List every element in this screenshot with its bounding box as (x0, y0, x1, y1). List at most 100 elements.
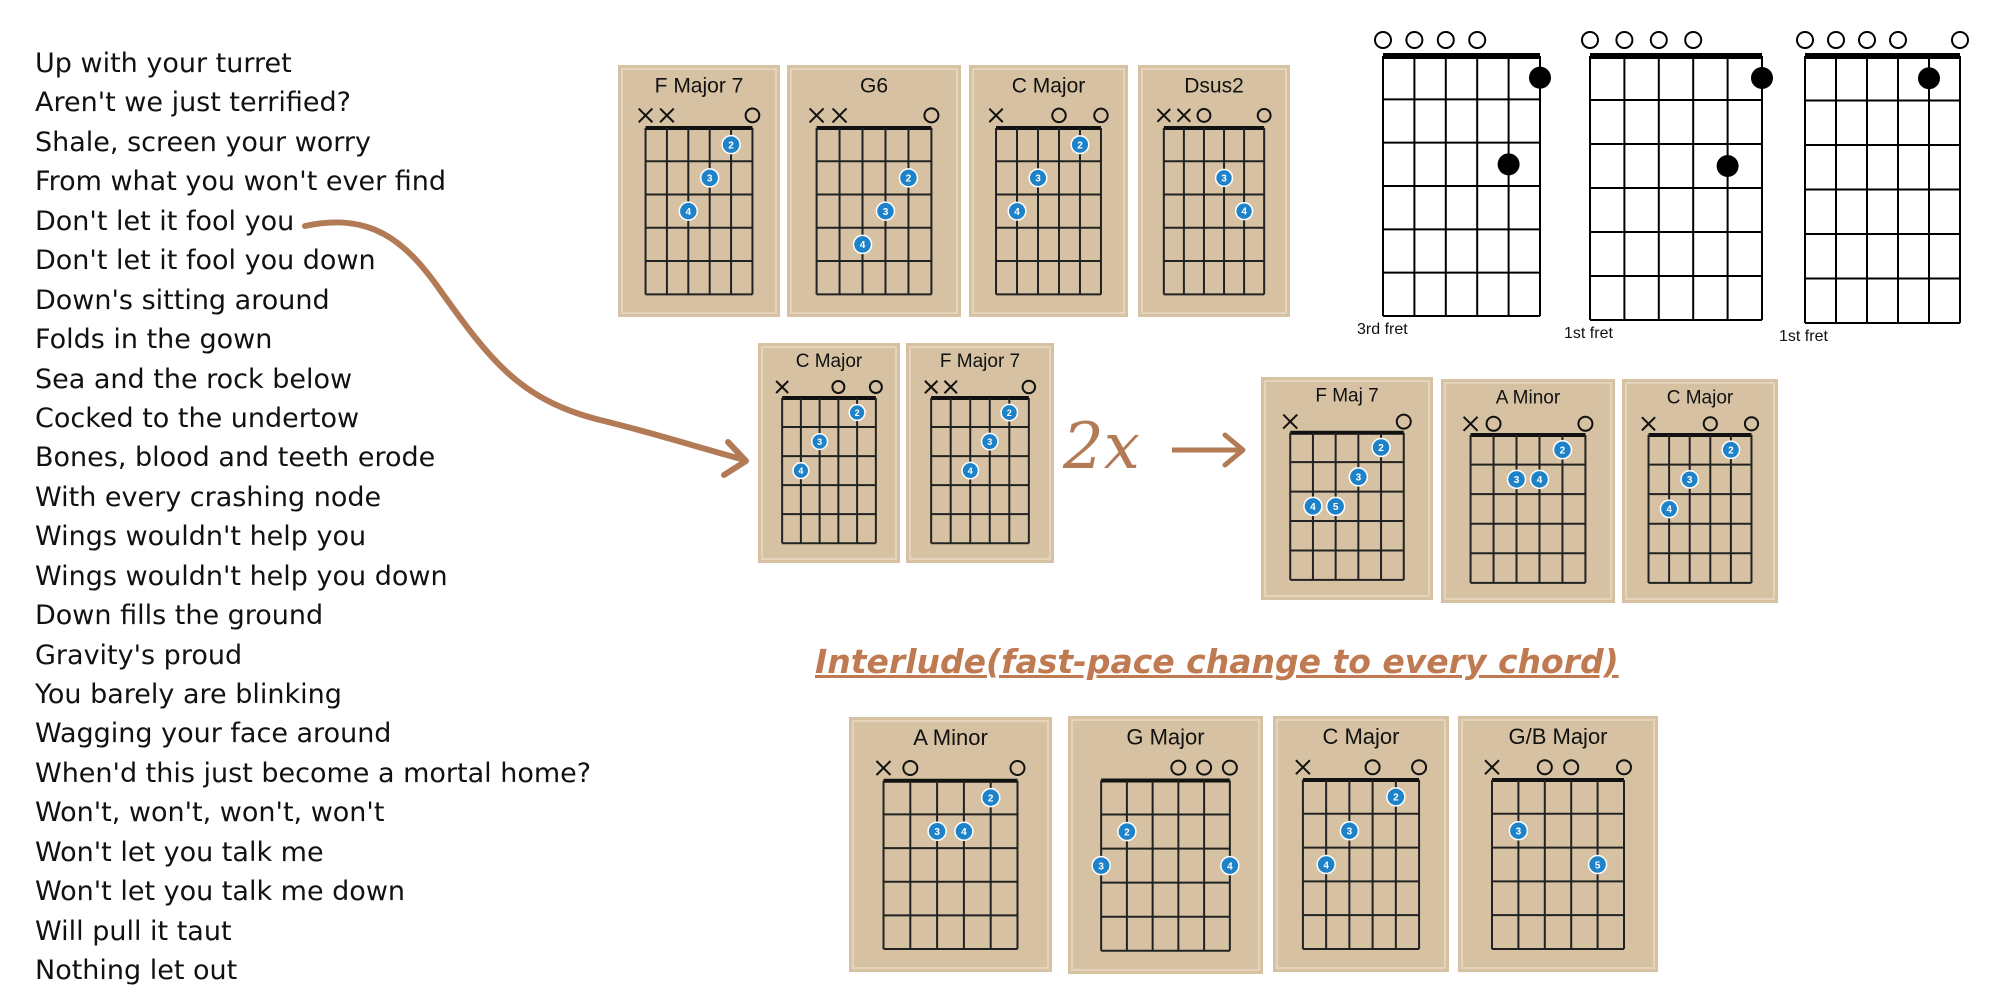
finger-number: 2 (906, 174, 912, 185)
open-string-icon (1093, 107, 1109, 124)
chord-card-background (1273, 716, 1449, 972)
open-string-icon (1684, 31, 1703, 49)
finger-dot (1751, 67, 1773, 89)
finger-dot (792, 461, 810, 480)
finger-dot (1680, 469, 1700, 489)
lyric-line: From what you won't ever find (35, 166, 447, 198)
lyric-line: Won't let you talk me (35, 836, 324, 868)
open-string-icon (1577, 415, 1594, 432)
finger-dot (980, 432, 999, 451)
chord-card-background (618, 65, 780, 317)
chord-card-bevel (1625, 382, 1775, 600)
finger-dot (852, 234, 873, 255)
open-string-icon (902, 760, 919, 776)
fret-chart: 3rd fret (1357, 31, 1551, 338)
lyric-line: Don't let it fool you (35, 205, 295, 237)
chord-card-bevel (1461, 719, 1655, 969)
finger-dot (1508, 820, 1529, 841)
fret-label: 1st fret (1564, 325, 1613, 342)
finger-dot (1721, 440, 1741, 460)
chord-card-background (758, 343, 900, 563)
chord-name: G Major (1126, 724, 1204, 749)
open-string-icon (1170, 759, 1187, 776)
repeat-arrow-head (1222, 432, 1246, 468)
chord-card-bevel (790, 68, 958, 314)
interlude-title: Interlude(fast-pace change to every chor… (815, 642, 1619, 681)
open-string-icon (1858, 31, 1876, 49)
finger-dot (1529, 469, 1550, 490)
finger-number: 2 (1393, 793, 1399, 804)
finger-number: 2 (855, 408, 860, 418)
mute-mark-icon (637, 107, 654, 123)
finger-dot (1529, 66, 1551, 89)
finger-dot (1716, 155, 1739, 177)
open-string-icon (1021, 379, 1037, 395)
fret-label: 3rd fret (1357, 321, 1408, 338)
open-string-icon (1615, 31, 1634, 49)
fret-chart: 1st fret (1564, 31, 1773, 342)
finger-number: 3 (707, 174, 713, 185)
chord-name: F Maj 7 (1315, 386, 1378, 407)
mute-mark-icon (775, 380, 789, 394)
finger-dot (678, 201, 699, 221)
finger-number: 2 (1077, 140, 1083, 151)
open-string-icon (1405, 31, 1424, 49)
open-string-icon (923, 107, 940, 124)
chord-card-background (1441, 379, 1615, 603)
mute-mark-icon (1295, 759, 1311, 775)
finger-number: 2 (1124, 827, 1130, 838)
open-string-icon (1196, 759, 1213, 776)
open-string-icon (1411, 759, 1428, 776)
finger-dot (1214, 168, 1234, 188)
finger-number: 4 (1310, 502, 1316, 513)
finger-number: 2 (1007, 408, 1012, 418)
chord-name: C Major (1322, 724, 1399, 749)
finger-number: 3 (817, 437, 822, 447)
open-string-icon (1436, 31, 1455, 49)
open-string-icon (1796, 31, 1814, 49)
chord-card-bevel (1444, 382, 1612, 600)
chord-card-background (1622, 379, 1778, 603)
finger-number: 4 (798, 466, 803, 476)
mute-mark-icon (875, 760, 892, 776)
mute-mark-icon (943, 380, 958, 394)
chord-card-background (906, 343, 1054, 563)
repeat-label: 2x (1062, 410, 1140, 484)
finger-dot (699, 168, 720, 188)
finger-dot (1348, 467, 1369, 487)
finger-number: 2 (728, 140, 734, 151)
finger-number: 3 (1516, 826, 1522, 837)
mute-mark-icon (1641, 416, 1656, 432)
open-string-icon (744, 107, 761, 124)
finger-dot (1117, 821, 1137, 842)
finger-number: 4 (1227, 861, 1233, 872)
finger-dot (927, 821, 947, 841)
lyric-line: Won't let you talk me down (35, 876, 406, 908)
finger-number: 3 (1221, 173, 1227, 184)
open-string-icon (1827, 31, 1845, 49)
open-string-icon (868, 380, 883, 394)
open-string-icon (1374, 31, 1392, 49)
chord-card-bevel (852, 720, 1049, 969)
open-string-icon (1395, 413, 1412, 430)
chord-card-bevel (1071, 719, 1260, 971)
finger-number: 3 (1356, 473, 1362, 484)
finger-dot (1070, 135, 1090, 155)
mute-mark-icon (988, 107, 1004, 123)
chord-name: A Minor (913, 725, 988, 750)
open-string-icon (1581, 31, 1599, 49)
lyric-line: Wings wouldn't help you down (35, 560, 448, 592)
finger-number: 2 (1728, 445, 1734, 456)
chord-name: F Major 7 (940, 351, 1020, 372)
chord-name: A Minor (1496, 388, 1561, 409)
open-string-icon (1702, 416, 1718, 432)
chord-card-bevel (909, 346, 1051, 560)
open-string-icon (1256, 107, 1272, 123)
chord-card-bevel (972, 68, 1125, 314)
